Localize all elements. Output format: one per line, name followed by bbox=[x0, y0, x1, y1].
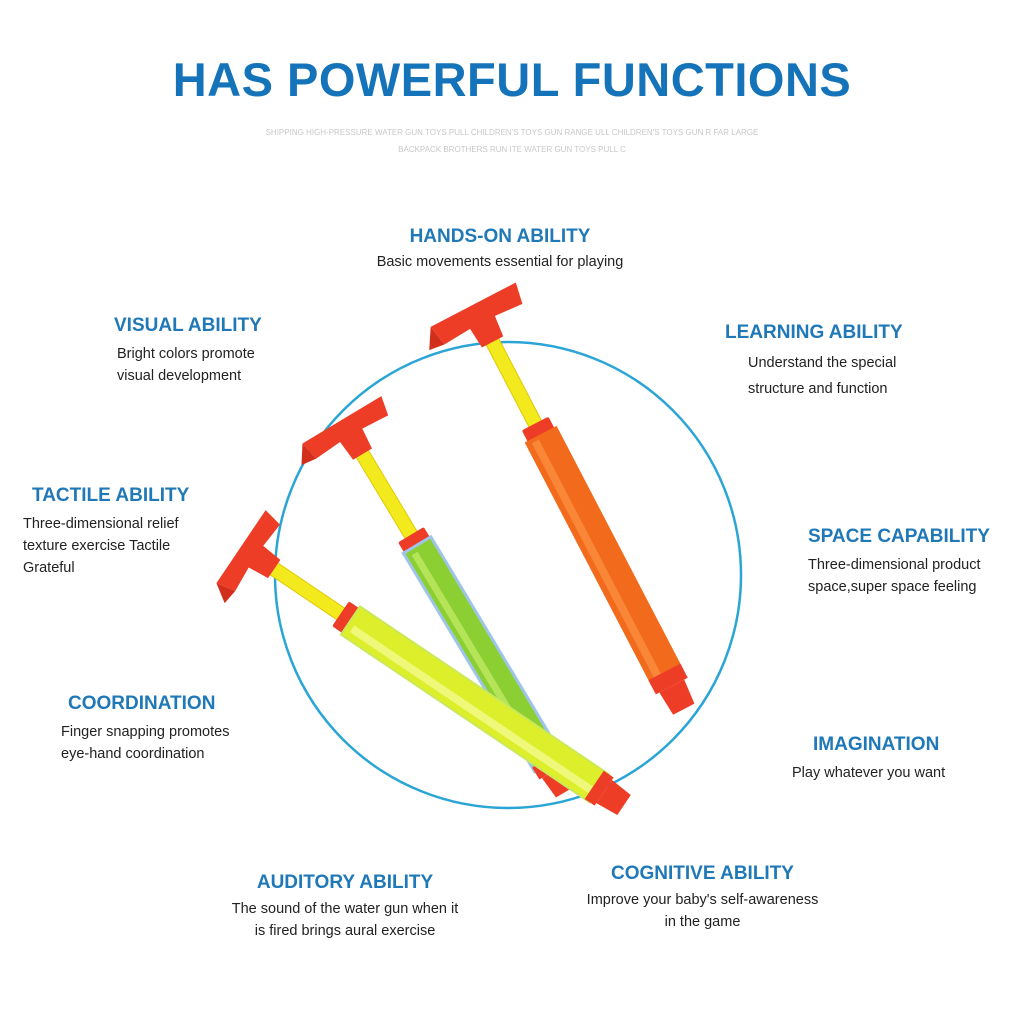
feature-description: Understand the special structure and fun… bbox=[748, 350, 965, 402]
feature-title: TACTILE ABILITY bbox=[32, 485, 190, 506]
description-line: space,super space feeling bbox=[808, 579, 977, 595]
feature-description: Bright colors promote visual development bbox=[117, 343, 334, 387]
feature-description: Three-dimensional product space,super sp… bbox=[808, 554, 1018, 598]
feature-imagination: IMAGINATION Play whatever you want bbox=[790, 734, 990, 784]
feature-title: COGNITIVE ABILITY bbox=[611, 863, 794, 884]
feature-hands-on: HANDS-ON ABILITY Basic movements essenti… bbox=[330, 226, 670, 273]
description-line: is fired brings aural exercise bbox=[254, 923, 436, 939]
feature-description: Finger snapping promotes eye-hand coordi… bbox=[61, 721, 308, 765]
feature-title: LEARNING ABILITY bbox=[725, 322, 903, 343]
description-line: The sound of the water gun when it bbox=[231, 901, 459, 917]
water-gun-lime-icon bbox=[216, 510, 631, 815]
feature-learning: LEARNING ABILITY Understand the special … bbox=[725, 322, 965, 402]
feature-description: Play whatever you want bbox=[792, 765, 946, 781]
feature-title: COORDINATION bbox=[68, 693, 216, 714]
feature-title: VISUAL ABILITY bbox=[114, 315, 262, 336]
description-line: Finger snapping promotes bbox=[61, 724, 230, 740]
description-line: Grateful bbox=[23, 560, 75, 576]
feature-visual: VISUAL ABILITY Bright colors promote vis… bbox=[114, 315, 334, 387]
feature-title: HANDS-ON ABILITY bbox=[409, 226, 591, 247]
description-line: eye-hand coordination bbox=[61, 746, 205, 762]
description-line: Improve your baby's self-awareness bbox=[586, 892, 819, 908]
feature-coordination: COORDINATION Finger snapping promotes ey… bbox=[61, 693, 308, 765]
description-line: Three-dimensional product bbox=[808, 557, 981, 573]
feature-description: Basic movements essential for playing bbox=[376, 254, 624, 270]
feature-description: Three-dimensional relief texture exercis… bbox=[23, 513, 272, 579]
page-title: HAS POWERFUL FUNCTIONS bbox=[172, 53, 852, 106]
feature-description: Improve your baby's self-awareness in th… bbox=[560, 889, 845, 933]
description-line: Understand the special bbox=[748, 355, 897, 371]
feature-cognitive: COGNITIVE ABILITY Improve your baby's se… bbox=[560, 863, 845, 933]
page-subtitle: SHIPPING HIGH-PRESSURE WATER GUN TOYS PU… bbox=[265, 128, 759, 154]
water-gun-orange-icon bbox=[429, 282, 695, 715]
feature-description: The sound of the water gun when it is fi… bbox=[200, 898, 490, 942]
description-line: Bright colors promote bbox=[117, 346, 255, 362]
description-line: Three-dimensional relief bbox=[23, 516, 179, 532]
feature-tactile: TACTILE ABILITY Three-dimensional relief… bbox=[23, 485, 272, 579]
description-line: in the game bbox=[664, 914, 741, 930]
description-line: structure and function bbox=[748, 381, 888, 397]
feature-title: IMAGINATION bbox=[813, 734, 940, 755]
feature-auditory: AUDITORY ABILITY The sound of the water … bbox=[200, 872, 490, 942]
feature-title: AUDITORY ABILITY bbox=[256, 872, 434, 893]
description-line: visual development bbox=[117, 368, 242, 384]
description-line: texture exercise Tactile bbox=[23, 538, 171, 554]
feature-title: SPACE CAPABILITY bbox=[808, 526, 990, 547]
feature-space: SPACE CAPABILITY Three-dimensional produ… bbox=[808, 526, 1018, 598]
